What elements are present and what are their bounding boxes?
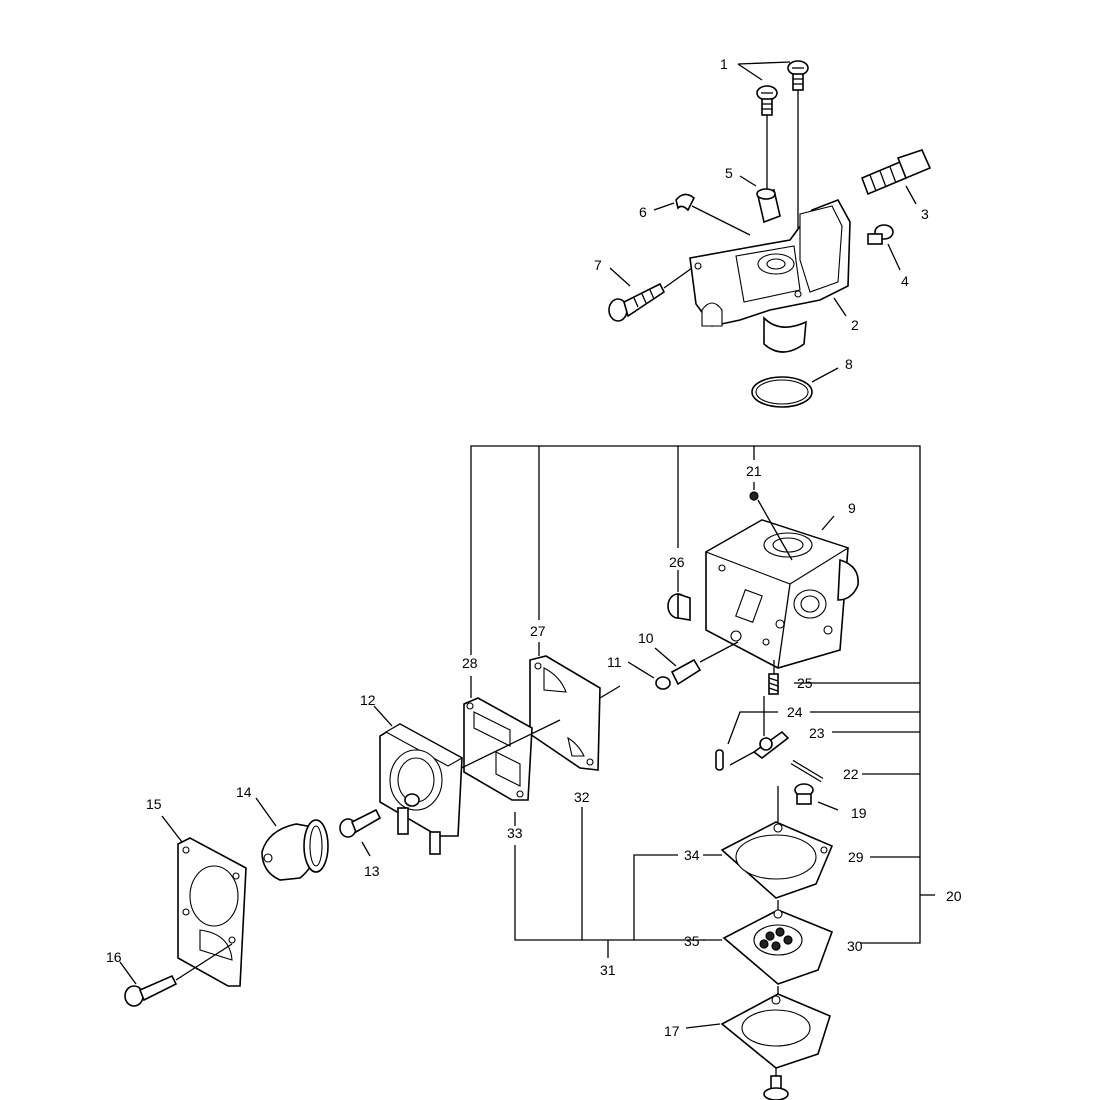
callout-32: 32 [574,789,590,805]
screw-part-19 [794,783,814,805]
callout-19: 19 [851,805,867,821]
screw-part-13 [339,808,382,838]
spring-part-25 [768,673,779,695]
callout-29: 29 [848,849,864,865]
plate-part-15 [177,837,247,987]
callout-23: 23 [809,725,825,741]
callout-28: 28 [462,655,478,671]
gasket-part-28 [463,697,533,801]
callout-34: 34 [684,847,700,863]
gasket-part-29 [720,821,834,899]
housing-part-2 [689,199,851,353]
callout-22: 22 [843,766,859,782]
screw-part-10 [670,658,702,686]
callout-27: 27 [530,623,546,639]
callout-15: 15 [146,796,162,812]
lever-part-23 [752,730,790,760]
callout-4: 4 [901,273,909,289]
callout-30: 30 [847,938,863,954]
screw-part-1b [756,85,778,116]
callout-2: 2 [851,317,859,333]
callout-9: 9 [848,500,856,516]
callout-33: 33 [507,825,523,841]
callout-35: 35 [684,933,700,949]
callout-10: 10 [638,630,654,646]
callout-26: 26 [669,554,685,570]
callout-6: 6 [639,204,647,220]
primer-bulb-part-14 [261,819,329,881]
callout-13: 13 [364,863,380,879]
cover-part-17 [720,993,831,1069]
callout-24: 24 [787,704,803,720]
cap-part-11 [655,676,671,690]
pump-body-part-12 [379,723,464,855]
callout-31: 31 [600,962,616,978]
callout-12: 12 [360,692,376,708]
screw-part-16 [124,974,178,1007]
plug-part-5 [756,188,781,224]
plug-part-26 [667,592,691,621]
pin-part-24 [715,749,724,771]
callout-21: 21 [746,463,762,479]
callout-11: 11 [607,654,622,670]
callout-3: 3 [921,206,929,222]
callout-16: 16 [106,949,122,965]
pump-plate-part-30 [722,909,834,985]
screw-part-7 [608,282,666,322]
callout-7: 7 [594,257,602,273]
gasket-part-27 [529,655,601,771]
screw-part-4 [867,224,894,245]
callout-8: 8 [845,356,853,372]
callout-20: 20 [946,888,962,904]
fitting-part-3 [860,149,932,196]
ball-part-21 [749,491,759,501]
callout-17: 17 [664,1023,680,1039]
clip-part-6 [675,193,696,212]
carburetor-body-part-9 [704,519,859,669]
screw-part-1a [787,60,809,91]
callout-25: 25 [797,675,813,691]
callout-5: 5 [725,165,733,181]
callout-1: 1 [720,56,728,72]
callout-14: 14 [236,784,252,800]
screw-bottom [763,1075,789,1100]
